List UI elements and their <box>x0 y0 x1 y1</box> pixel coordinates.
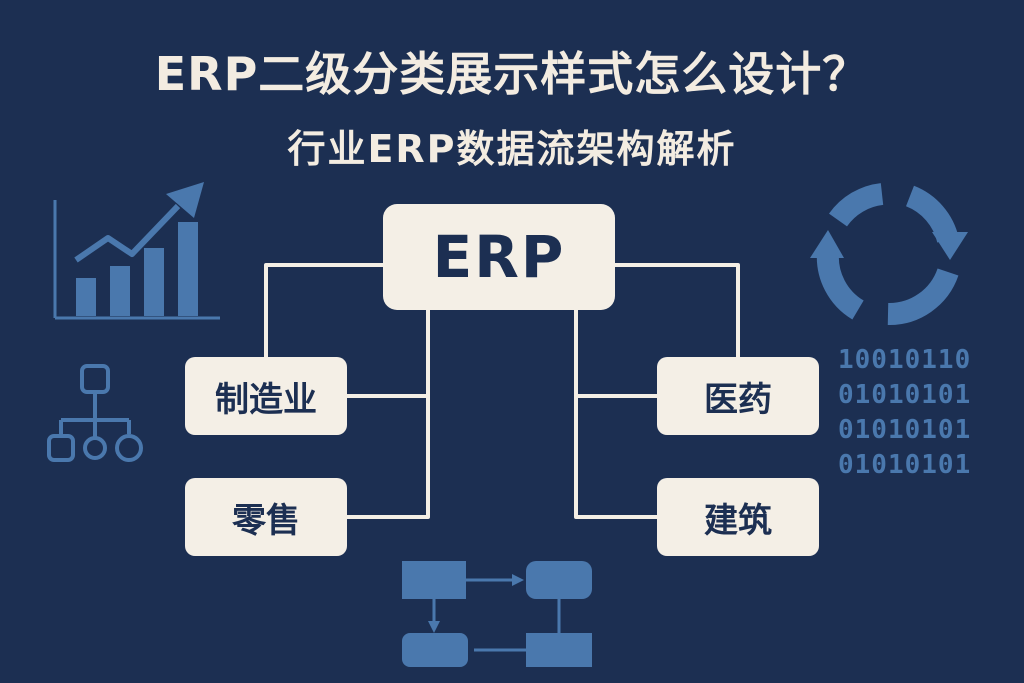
node-pharma: 医药 <box>657 357 819 435</box>
bar-chart-trend-icon <box>53 182 220 320</box>
binary-line: 01010101 <box>838 380 972 410</box>
binary-line: 10010110 <box>838 345 972 375</box>
binary-line: 01010101 <box>838 450 972 480</box>
node-retail: 零售 <box>185 478 347 556</box>
page-title: ERP二级分类展示样式怎么设计？ <box>154 47 870 101</box>
refresh-cycle-icon <box>810 183 968 325</box>
binary-line: 01010101 <box>838 415 972 445</box>
connector-root-to-retail <box>347 310 430 519</box>
connector-root-to-pharma <box>615 263 740 357</box>
connector-root-to-mfg <box>264 263 383 357</box>
flowchart-icon <box>402 561 592 667</box>
connector-root-to-build <box>574 310 657 519</box>
root-node-erp: ERP <box>383 204 615 310</box>
node-manufacturing: 制造业 <box>185 357 347 435</box>
page-subtitle: 行业ERP数据流架构解析 <box>287 127 737 171</box>
hierarchy-tree-icon <box>47 364 143 462</box>
binary-code-block: 10010110 01010101 01010101 01010101 <box>838 343 971 483</box>
node-construction: 建筑 <box>657 478 819 556</box>
